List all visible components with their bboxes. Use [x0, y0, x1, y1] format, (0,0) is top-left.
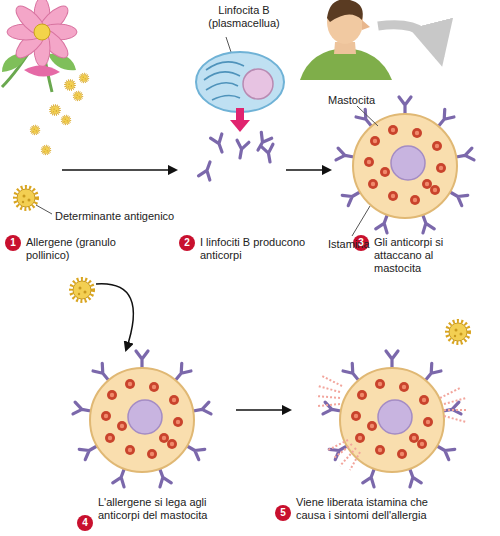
callout-number: 2 [179, 235, 195, 251]
part-label: Linfocita B (plasmacellua) [196, 4, 292, 30]
callout-number: 4 [77, 515, 93, 531]
step-caption: L'allergene si lega agli anticorpi del m… [98, 496, 214, 522]
step-caption: Gli anticorpi si attaccano al mastocita [374, 236, 474, 275]
callout-number: 1 [5, 235, 21, 251]
step-caption: Allergene (granulo pollinico) [26, 236, 138, 262]
part-label: Mastocita [328, 94, 398, 107]
callout-number: 3 [353, 235, 369, 251]
callout-number: 5 [275, 505, 291, 521]
step-caption: Viene liberata istamina che causa i sint… [296, 496, 436, 522]
step-caption: I linfociti B producono anticorpi [200, 236, 340, 262]
part-label: Determinante antigenico [55, 210, 195, 223]
